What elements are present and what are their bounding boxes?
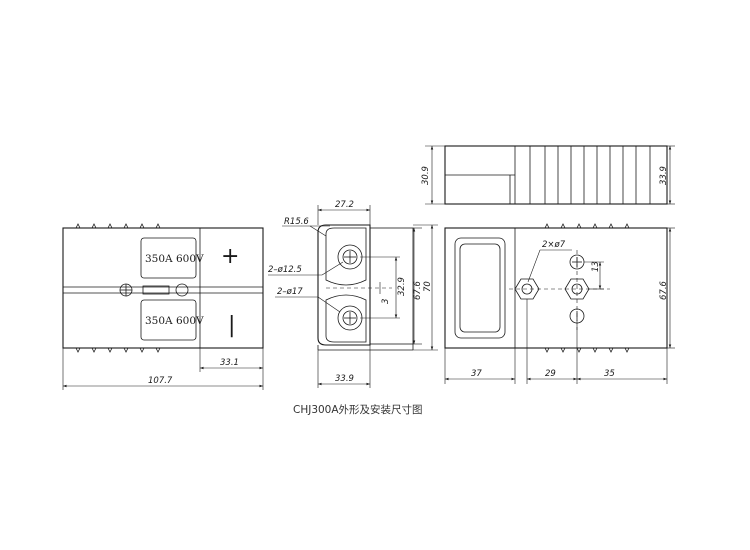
dim-overall-length: 107.7 <box>148 376 173 386</box>
upper-hole-inner <box>342 249 358 265</box>
right-view: 2×ø7 13 67.6 37 29 35 <box>444 223 675 384</box>
dim-base-29: 29 <box>545 369 556 379</box>
side-view: 27.2 R15.6 2–ø12.5 2–ø17 3 32.9 67.6 70 <box>268 200 438 388</box>
minus-bar-symbol: | <box>228 313 235 338</box>
dim-radius: R15.6 <box>284 217 309 227</box>
lower-hole-inner <box>342 310 358 326</box>
front-view-teeth-bottom <box>75 347 161 353</box>
dim-base-35: 35 <box>604 369 615 379</box>
dim-top-view-left: 30.9 <box>421 166 431 185</box>
right-view-teeth-top <box>544 223 630 229</box>
dim-offset: 13 <box>591 261 601 272</box>
dim-front-length: 33.1 <box>220 358 239 368</box>
dim-pitch: 32.9 <box>397 277 407 296</box>
dim-outer-height: 70 <box>423 281 433 292</box>
dim-top-view-right: 33.9 <box>659 166 669 185</box>
right-view-teeth-bottom <box>544 347 630 353</box>
plus-symbol: + <box>221 244 239 269</box>
front-view: 350A 600V 350A 600V + | <box>62 223 264 390</box>
top-view-ribs <box>529 146 651 204</box>
top-view: 30.9 33.9 <box>421 145 675 205</box>
rating-label-top: 350A 600V <box>145 253 204 265</box>
dim-side-bottom-width: 33.9 <box>335 374 354 384</box>
dim-hole-b: 2–ø17 <box>277 287 303 297</box>
dim-bolt-holes: 2×ø7 <box>542 240 566 250</box>
drawing-caption: CHJ300A外形及安装尺寸图 <box>293 403 423 416</box>
front-view-teeth-top <box>75 223 161 229</box>
dim-right-height: 67.6 <box>659 280 669 300</box>
dim-base-37: 37 <box>471 369 482 379</box>
dim-gap: 3 <box>381 299 391 304</box>
rating-label-bottom: 350A 600V <box>145 315 204 327</box>
dim-inner-height: 67.6 <box>413 280 423 300</box>
dim-side-top-width: 27.2 <box>335 200 354 210</box>
dim-hole-a: 2–ø12.5 <box>268 265 302 275</box>
